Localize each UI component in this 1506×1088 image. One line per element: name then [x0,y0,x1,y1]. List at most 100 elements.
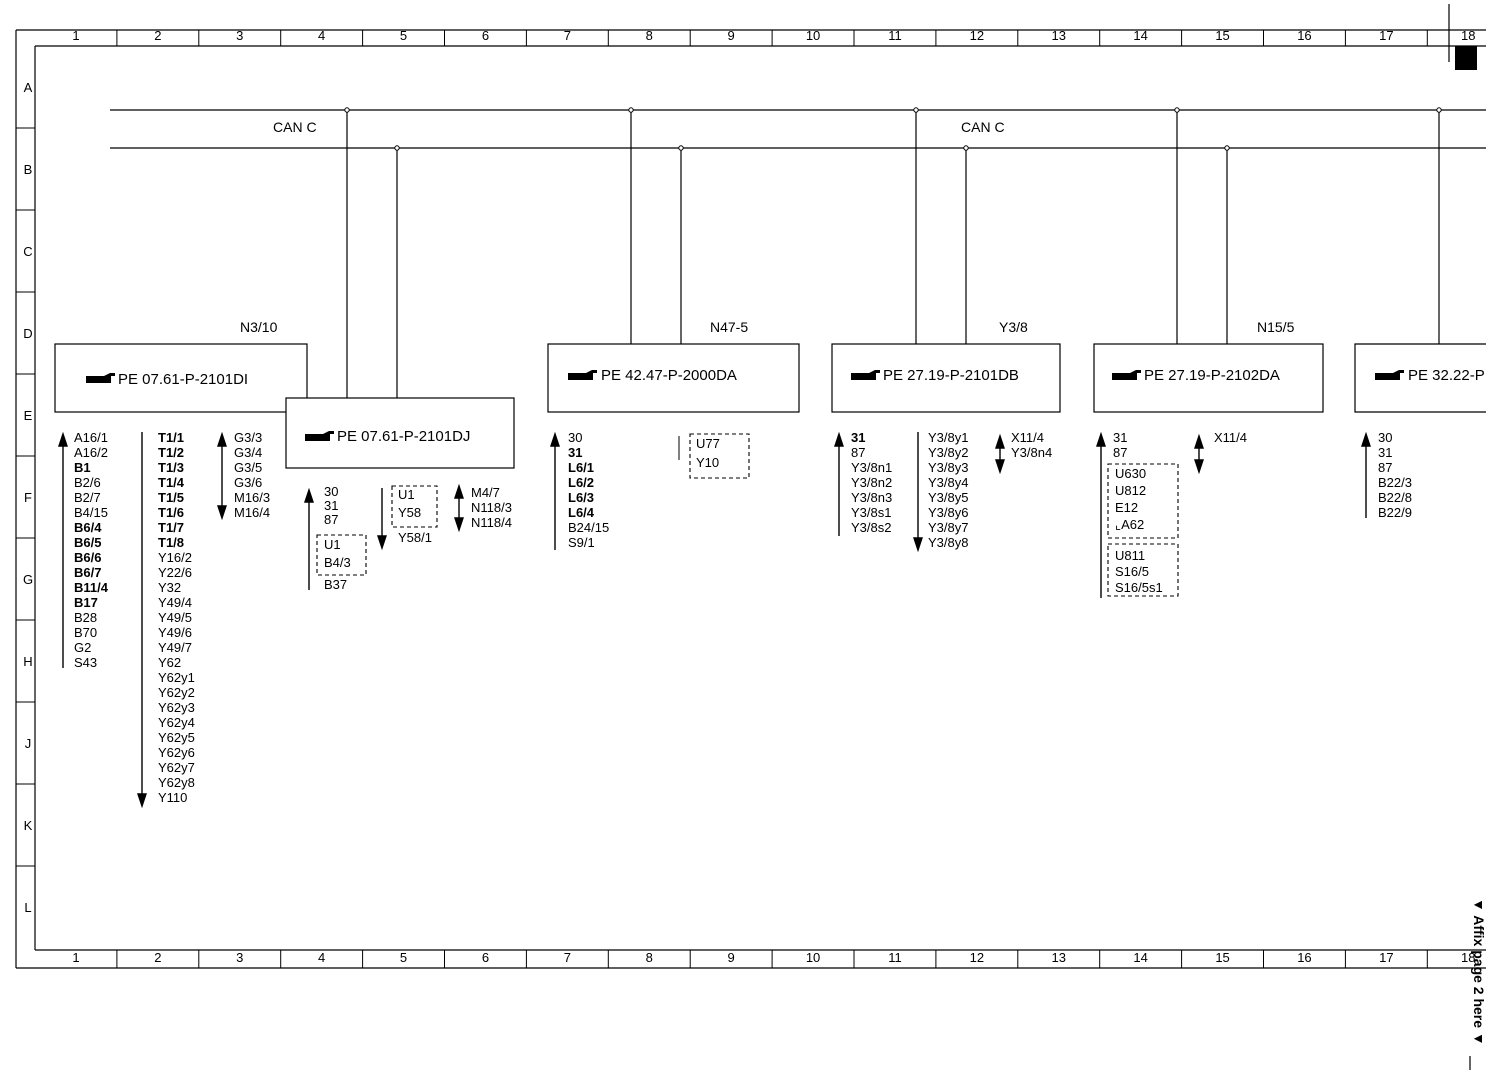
column-number: 5 [400,950,407,965]
component-code: Y62y7 [158,760,195,775]
component-code: B2/6 [74,475,101,490]
component-code: L6/1 [568,460,594,475]
component-code: G3/4 [234,445,262,460]
component-code: Y49/6 [158,625,192,640]
component-code: 31 [1113,430,1127,445]
module-boxes [54,343,1486,469]
component-code: Y3/8y1 [928,430,968,445]
column-number: 5 [400,28,407,43]
column-number: 2 [154,950,161,965]
column-number: 8 [646,28,653,43]
component-code: Y32 [158,580,181,595]
component-code: Y3/8y5 [928,490,968,505]
component-code: B70 [74,625,97,640]
frame [15,4,1486,969]
column-number: 10 [806,28,820,43]
can-bus-label-2: CAN C [961,119,1005,135]
column-number: 14 [1133,28,1147,43]
column-number: 2 [154,28,161,43]
component-code: U1 [324,537,341,552]
component-code: B24/15 [568,520,609,535]
component-code: Y62y2 [158,685,195,700]
component-code: T1/6 [158,505,184,520]
row-letter: B [24,162,33,177]
can-bus [110,109,1486,149]
component-code: 87 [324,512,338,527]
row-letter: C [23,244,32,259]
component-code: Y10 [696,455,719,470]
component-code: Y3/8y3 [928,460,968,475]
component-code: T1/5 [158,490,184,505]
component-code: Y58 [398,505,421,520]
component-code: X11/4 [1011,430,1044,445]
component-code: Y110 [158,790,187,805]
component-code: S43 [74,655,97,670]
component-code: Y3/8y2 [928,445,968,460]
row-letter: G [23,572,33,587]
component-code: Y62y4 [158,715,195,730]
component-code: T1/2 [158,445,184,460]
column-number: 12 [970,28,984,43]
column-number: 17 [1379,28,1393,43]
dashed-boxes [316,433,1179,597]
column-number: 1 [72,950,79,965]
component-code: Y3/8y4 [928,475,968,490]
column-number: 1 [72,28,79,43]
module-ref-n15-5: PE 27.19-P-2102DA [1144,367,1280,384]
component-code: Y62 [158,655,181,670]
component-code: 30 [568,430,582,445]
component-code: Y3/8s1 [851,505,891,520]
column-number: 15 [1215,950,1229,965]
component-code: B4/15 [74,505,108,520]
component-code: T1/7 [158,520,184,535]
bus-junctions [344,107,1442,151]
component-code: M16/4 [234,505,270,520]
component-code: G3/6 [234,475,262,490]
component-code: G3/3 [234,430,262,445]
component-code: Y49/7 [158,640,192,655]
component-code: 30 [1378,430,1392,445]
component-code: Y62y6 [158,745,195,760]
row-letter: K [24,818,33,833]
component-code: G3/5 [234,460,262,475]
component-code: 31 [568,445,582,460]
component-code: 31 [324,498,338,513]
component-code: 31 [851,430,865,445]
component-code: B37 [324,577,347,592]
component-code: Y62y3 [158,700,195,715]
column-number: 14 [1133,950,1147,965]
column-number: 8 [646,950,653,965]
component-code: A16/2 [74,445,108,460]
module-ref-n47-5: PE 42.47-P-2000DA [601,367,737,384]
component-code: B6/7 [74,565,101,580]
component-code: T1/4 [158,475,185,490]
row-letter: D [23,326,32,341]
component-code: L6/3 [568,490,594,505]
column-number: 11 [888,28,902,43]
component-code: Y49/4 [158,595,192,610]
row-letter: A [24,80,33,95]
column-number: 3 [236,28,243,43]
column-ruler: 1122334455667788991010111112121313141415… [72,28,1475,968]
row-letter: F [24,490,32,505]
component-code: S16/5 [1115,564,1149,579]
component-code: B1 [74,460,91,475]
module-ref-n3-10: PE 07.61-P-2101DI [118,371,248,388]
column-number: 18 [1461,950,1475,965]
component-code: S9/1 [568,535,595,550]
row-letter: H [23,654,32,669]
component-code: T1/1 [158,430,184,445]
component-code: Y62y5 [158,730,195,745]
column-number: 13 [1052,950,1066,965]
module-id-n15-5: N15/5 [1257,319,1295,335]
component-code: 87 [851,445,865,460]
row-letter: J [25,736,32,751]
can-bus-label-1: CAN C [273,119,317,135]
column-number: 4 [318,950,325,965]
component-code: Y3/8y6 [928,505,968,520]
column-number: 6 [482,950,489,965]
component-code: N118/4 [471,515,512,530]
column-number: 11 [888,950,902,965]
